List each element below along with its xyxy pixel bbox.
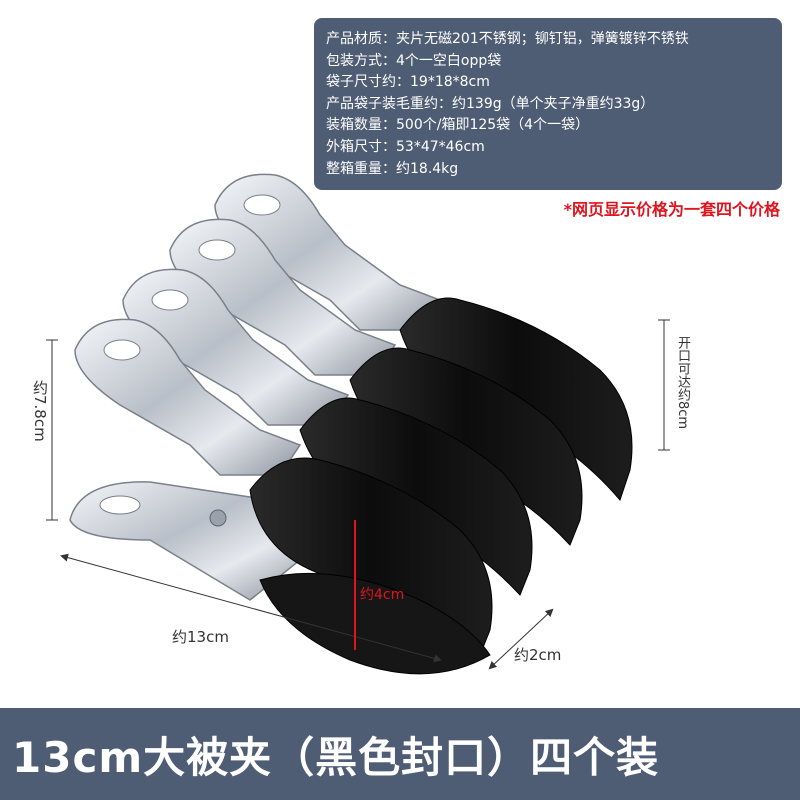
spec-carton-size: 外箱尺寸：53*47*46cm [326, 138, 485, 155]
price-note: *网页显示价格为一套四个价格 [563, 200, 780, 219]
clip-product-illustration [46, 173, 670, 675]
product-title: 13cm大被夹（黑色封口）四个装 [12, 732, 660, 782]
dimension-lines [46, 319, 670, 670]
spec-carton-qty: 装箱数量：500个/箱即125袋（4个一袋） [326, 117, 590, 134]
dim-width-label: 约2cm [514, 646, 562, 664]
spec-material: 产品材质：夹片无磁201不锈钢；铆钉铝，弹簧镀锌不锈铁 [326, 31, 689, 47]
clip-2 [122, 268, 533, 596]
dim-opening-label: 开口可达约8cm [675, 336, 690, 430]
dim-jaw-label: 约4cm [360, 587, 405, 603]
dim-length-label: 约13cm [172, 628, 229, 646]
product-title-banner: 13cm大被夹（黑色封口）四个装 [0, 708, 800, 800]
spec-panel: 产品材质：夹片无磁201不锈钢；铆钉铝，弹簧镀锌不锈铁 包装方式：4个一空白op… [314, 18, 782, 190]
spec-packaging: 包装方式：4个一空白opp袋 [326, 52, 502, 69]
spec-bag-size: 袋子尺寸约：19*18*8cm [326, 74, 490, 91]
dim-height-label: 约7.8cm [31, 380, 49, 442]
spec-carton-weight: 整箱重量：约18.4kg [326, 160, 459, 177]
spec-gross-weight: 产品袋子装毛重约：约139g（单个夹子净重约33g） [326, 95, 655, 112]
